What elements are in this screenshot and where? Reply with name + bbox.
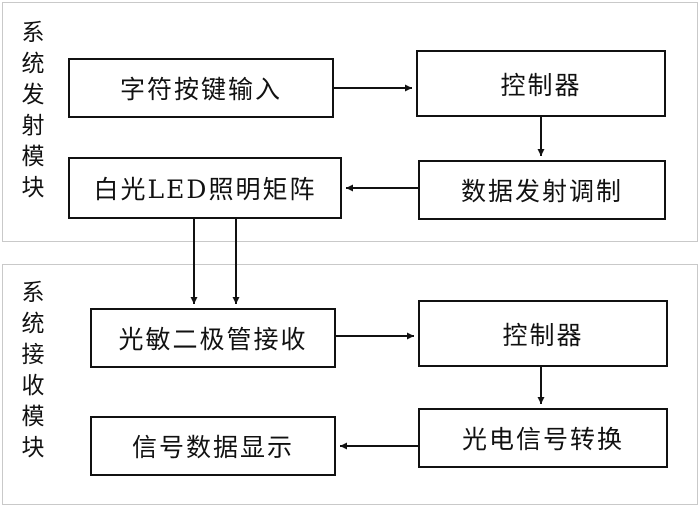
led-matrix-box: 白光LED照明矩阵: [68, 157, 342, 219]
display-box: 信号数据显示: [90, 416, 336, 476]
receive-module-label: 系统接收模块: [17, 280, 43, 466]
transmit-module-label: 系统发射模块: [17, 20, 43, 206]
modulation-box: 数据发射调制: [418, 160, 666, 220]
conversion-box: 光电信号转换: [418, 408, 668, 468]
receive-controller-box: 控制器: [418, 300, 668, 367]
key-input-box: 字符按键输入: [68, 58, 334, 118]
transmit-controller-box: 控制器: [416, 50, 666, 117]
photodiode-box: 光敏二极管接收: [90, 308, 336, 368]
